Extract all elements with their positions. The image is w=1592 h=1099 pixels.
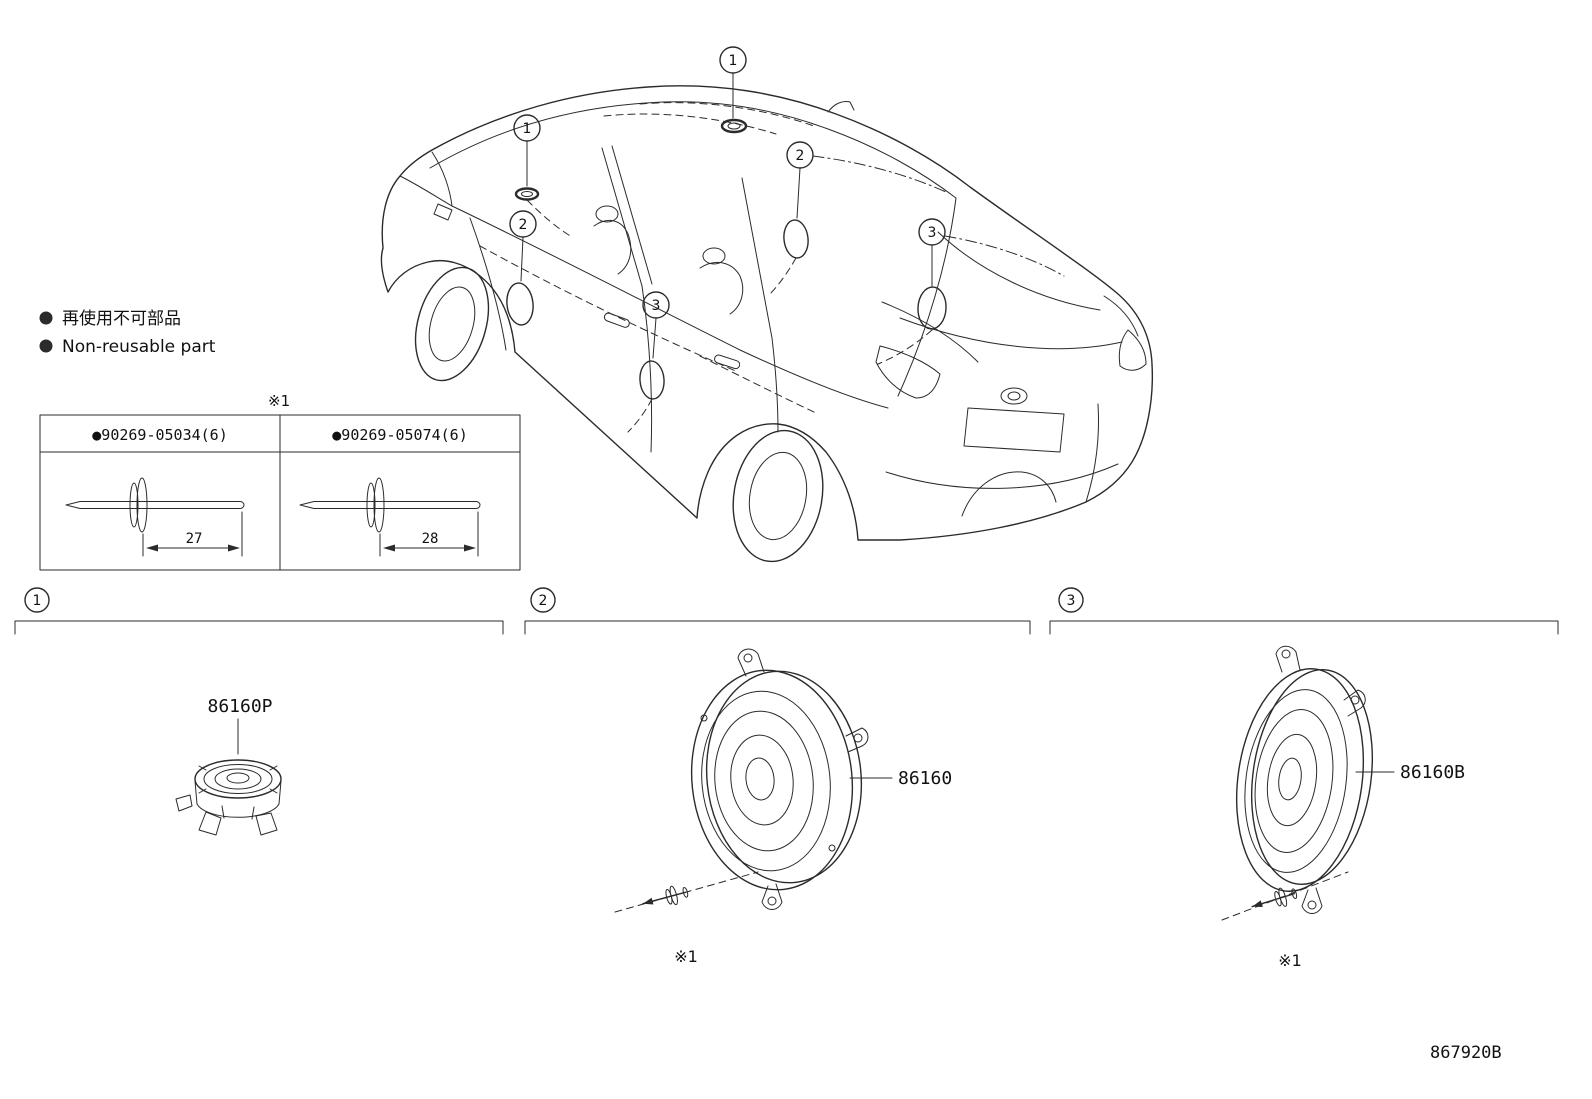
fastener-length-1: 27 <box>186 531 203 547</box>
location-rear-door-speaker-left <box>639 360 665 400</box>
car-interior-lines <box>479 102 1065 433</box>
callout-number: 3 <box>928 225 937 241</box>
brand-emblem <box>1000 387 1028 405</box>
legend-bullet-en <box>39 339 53 353</box>
door-speaker-drawing <box>690 648 869 910</box>
section-divider <box>524 620 1031 635</box>
section-divider <box>1049 620 1559 635</box>
callout-circle: 2 <box>786 141 814 219</box>
door-speaker-group: 86160 ※1 <box>614 648 952 966</box>
side-mirror <box>433 203 453 221</box>
callout-number: 1 <box>523 121 532 137</box>
taillight-left <box>875 345 941 399</box>
rear-headrest <box>702 247 726 265</box>
front-headrest <box>595 205 619 223</box>
section-headers: 1 2 3 <box>14 587 1559 635</box>
fastener-pin-drawing-2: 28 <box>299 477 481 557</box>
section-2-header: 2 <box>524 587 1031 635</box>
rear-speaker-group: 86160B ※1 <box>1221 645 1465 970</box>
location-tweeter-roof <box>720 118 748 134</box>
fastener-table-note: ※1 <box>268 392 290 410</box>
callout-number: 3 <box>652 298 661 314</box>
callout-circle: 3 <box>918 218 946 287</box>
fastener-part-number-1: ●90269-05034(6) <box>92 426 227 444</box>
car-illustration: 1 1 2 2 3 <box>380 46 1154 563</box>
section-3-header: 3 <box>1049 587 1559 635</box>
mounting-pin-drawing-2 <box>642 885 689 906</box>
car-greenhouse <box>399 101 957 409</box>
callout-circle: 1 <box>513 114 541 187</box>
car-wheels <box>414 266 1057 563</box>
location-front-door-speaker-right <box>783 219 809 259</box>
section-3-part-label: 86160B <box>1400 762 1465 783</box>
car-callout-balloons: 1 1 2 2 3 <box>509 46 946 359</box>
callout-number: 1 <box>729 53 738 69</box>
door-handle-rear <box>714 354 741 370</box>
pin-note-3: ※1 <box>1278 951 1302 970</box>
fastener-length-2: 28 <box>422 531 439 547</box>
fastener-table: ※1 ●90269-05034(6) ●90269-05074(6) 27 <box>39 392 521 571</box>
fastener-pin-drawing-1: 27 <box>65 477 245 557</box>
car-body-outline <box>380 85 1154 541</box>
location-rear-door-speaker-right <box>917 286 947 330</box>
rear-speaker-drawing <box>1235 645 1374 914</box>
tweeter-speaker-drawing <box>175 759 282 836</box>
door-handle-front <box>603 312 630 328</box>
front-seat <box>593 219 632 275</box>
section-1-part-label: 86160P <box>207 696 272 717</box>
legend-text-en: Non-reusable part <box>62 337 216 357</box>
legend: 再使用不可部品 Non-reusable part <box>39 308 216 357</box>
fastener-part-number-2: ●90269-05074(6) <box>332 426 467 444</box>
car-doors <box>433 203 779 453</box>
callout-circle: 2 <box>509 210 537 282</box>
callout-circle: 1 <box>719 46 747 119</box>
section-divider <box>14 620 504 635</box>
location-front-door-speaker-left <box>506 282 534 326</box>
location-tweeter-pillar <box>514 187 540 201</box>
legend-bullet-jp <box>39 311 53 325</box>
pin-note-2: ※1 <box>674 947 698 966</box>
legend-text-jp: 再使用不可部品 <box>62 308 181 329</box>
section-1-header: 1 <box>14 587 504 635</box>
mounting-pin-drawing-3 <box>1251 887 1298 908</box>
car-rear-details <box>875 231 1147 503</box>
tweeter-speaker-group: 86160P <box>175 696 282 836</box>
callout-circle: 3 <box>642 291 670 359</box>
speaker-locations <box>506 118 947 400</box>
section-number: 2 <box>539 593 548 609</box>
callout-number: 2 <box>519 217 528 233</box>
section-number: 3 <box>1067 593 1076 609</box>
callout-number: 2 <box>796 148 805 164</box>
section-number: 1 <box>33 593 42 609</box>
taillight-right <box>1118 329 1147 371</box>
doc-number: 867920B <box>1430 1043 1502 1063</box>
section-2-part-label: 86160 <box>898 768 952 789</box>
rear-seat <box>699 261 744 315</box>
license-plate-recess <box>963 407 1065 453</box>
